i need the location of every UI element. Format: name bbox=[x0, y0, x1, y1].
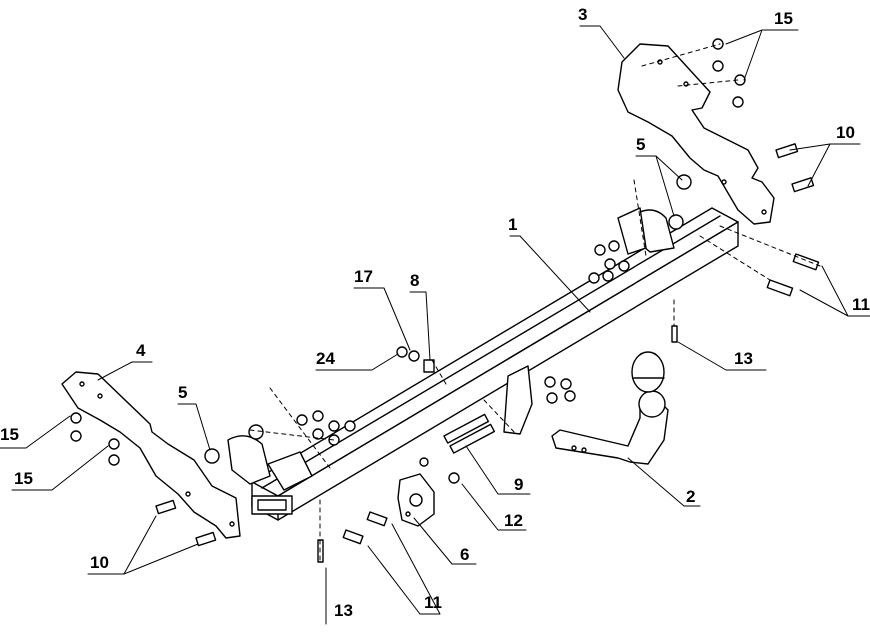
callout-12: 12 bbox=[504, 511, 523, 530]
callout-5-top: 5 bbox=[636, 135, 645, 154]
socket-plate-part-6 bbox=[397, 473, 435, 527]
callout-15-top: 15 bbox=[774, 9, 793, 28]
callout-11-bottom: 11 bbox=[424, 593, 442, 612]
callout-10-top: 10 bbox=[836, 123, 855, 142]
callout-1: 1 bbox=[508, 215, 517, 234]
right-side-bracket-part-3 bbox=[617, 43, 775, 253]
callout-3: 3 bbox=[578, 5, 587, 24]
callout-6: 6 bbox=[460, 545, 469, 564]
callout-13-bottom: 13 bbox=[334, 601, 353, 620]
bolts-part-9 bbox=[443, 413, 496, 454]
callout-10-left: 10 bbox=[90, 553, 109, 572]
callout-leader-lines bbox=[0, 25, 870, 625]
fastener-hardware bbox=[70, 38, 746, 484]
callout-15-left-lower: 15 bbox=[14, 469, 33, 488]
beam-mounting-plates bbox=[227, 207, 647, 491]
assembly-guide-lines bbox=[249, 43, 821, 561]
callout-17: 17 bbox=[354, 267, 373, 286]
callout-8: 8 bbox=[410, 271, 419, 290]
callout-15-left-upper: 15 bbox=[0, 425, 19, 444]
tow-ball-hook-part-2 bbox=[551, 351, 669, 465]
bolts-part-11 bbox=[342, 253, 820, 545]
callout-9: 9 bbox=[514, 475, 523, 494]
callout-24: 24 bbox=[316, 349, 335, 368]
callout-labels: 3 15 10 5 1 11 13 17 8 24 4 5 15 15 9 2 … bbox=[0, 5, 870, 620]
bolts-part-10 bbox=[155, 143, 815, 547]
left-side-bracket-part-4 bbox=[61, 371, 241, 539]
callout-5-left: 5 bbox=[178, 383, 187, 402]
callout-11-right: 11 bbox=[852, 295, 870, 314]
callout-4: 4 bbox=[136, 341, 146, 360]
callout-2: 2 bbox=[686, 487, 695, 506]
callout-13-right: 13 bbox=[734, 349, 753, 368]
